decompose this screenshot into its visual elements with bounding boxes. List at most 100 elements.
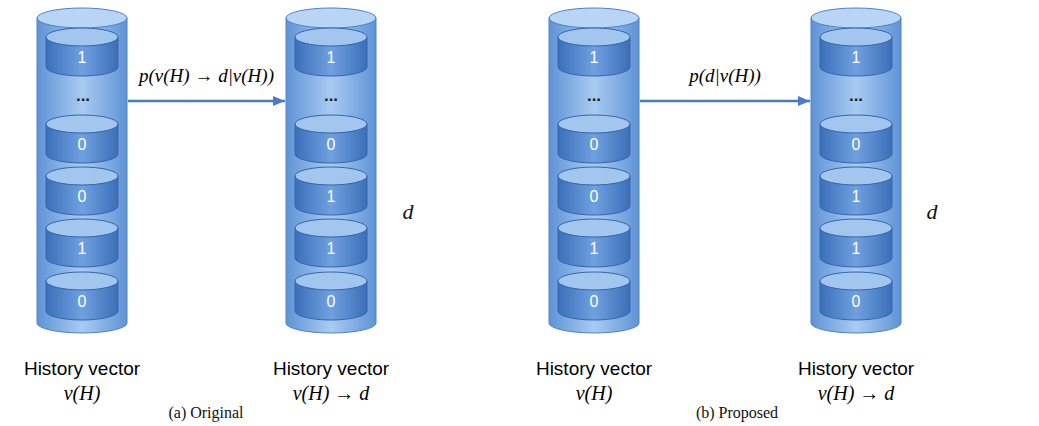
disk-top — [558, 219, 630, 237]
transition-probability: p(v(H) → d|v(H)) — [137, 65, 276, 87]
bit-value: 1 — [590, 240, 599, 258]
history-vector-cylinder: History vectorv(H) → d10110 — [811, 8, 901, 333]
disk-top — [558, 28, 630, 46]
bit-value: 0 — [852, 136, 861, 154]
bit-disk: 0 — [295, 272, 367, 320]
bit-value-holder: 1 — [820, 231, 892, 267]
bit-disk: 1 — [820, 167, 892, 215]
cylinder-top — [37, 8, 127, 28]
bit-value-holder: 1 — [558, 40, 630, 76]
bit-disk: 1 — [820, 219, 892, 267]
bit-value: 1 — [327, 188, 336, 206]
bit-value-holder: 0 — [295, 127, 367, 163]
disk-top — [820, 272, 892, 290]
bit-disk: 0 — [558, 272, 630, 320]
bit-value-holder: 1 — [820, 179, 892, 215]
bit-disk: 1 — [295, 219, 367, 267]
vector-symbol: v(H) — [24, 381, 140, 405]
disk-top — [558, 167, 630, 185]
cylinder-top — [549, 8, 639, 28]
cylinder-heading: History vectorv(H) — [24, 357, 140, 405]
cylinder-body — [549, 18, 639, 333]
bit-value: 0 — [327, 136, 336, 154]
disk-top — [46, 115, 118, 133]
bit-value: 0 — [590, 136, 599, 154]
ellipsis-mark: ... — [76, 86, 90, 106]
cylinder-body — [286, 18, 376, 333]
cylinder-top — [286, 8, 376, 28]
bit-value-holder: 1 — [46, 40, 118, 76]
bit-disk: 0 — [46, 115, 118, 163]
bit-disk: 1 — [46, 28, 118, 76]
bit-value: 0 — [327, 293, 336, 311]
bit-value: 0 — [852, 293, 861, 311]
disk-top — [820, 28, 892, 46]
transition-arrow — [640, 100, 810, 103]
bit-disk: 0 — [46, 167, 118, 215]
bit-disk: 1 — [820, 28, 892, 76]
bit-value-holder: 0 — [295, 284, 367, 320]
cylinder-heading: History vectorv(H) — [536, 357, 652, 405]
disk-top — [820, 115, 892, 133]
bit-value-holder: 1 — [46, 231, 118, 267]
disk-top — [558, 115, 630, 133]
bit-value-holder: 1 — [558, 231, 630, 267]
disk-top — [295, 115, 367, 133]
bit-label: d — [927, 199, 938, 225]
bit-disk: 0 — [558, 115, 630, 163]
bit-disk: 0 — [558, 167, 630, 215]
vector-name: History vector — [273, 357, 389, 381]
bit-value: 0 — [590, 188, 599, 206]
bit-value-holder: 0 — [558, 179, 630, 215]
disk-top — [820, 167, 892, 185]
bit-disk: 1 — [46, 219, 118, 267]
bit-value-holder: 0 — [820, 284, 892, 320]
bit-disk: 0 — [820, 115, 892, 163]
bit-value-holder: 0 — [820, 127, 892, 163]
disk-top — [46, 219, 118, 237]
bit-value: 0 — [78, 293, 87, 311]
disk-top — [820, 219, 892, 237]
bit-value: 1 — [78, 240, 87, 258]
history-vector-cylinder: History vectorv(H) → d10110 — [286, 8, 376, 333]
bit-disk: 0 — [820, 272, 892, 320]
transition-probability: p(d|v(H)) — [687, 65, 763, 87]
vector-name: History vector — [798, 357, 914, 381]
bit-value-holder: 1 — [295, 179, 367, 215]
disk-top — [46, 167, 118, 185]
vector-name: History vector — [24, 357, 140, 381]
bit-value: 0 — [78, 188, 87, 206]
bit-value: 1 — [590, 49, 599, 67]
bit-value-holder: 1 — [295, 40, 367, 76]
bit-value-holder: 0 — [558, 284, 630, 320]
bit-disk: 1 — [295, 167, 367, 215]
bit-value: 0 — [78, 136, 87, 154]
disk-top — [558, 272, 630, 290]
bit-value-holder: 0 — [46, 179, 118, 215]
vector-symbol: v(H) — [536, 381, 652, 405]
bit-value: 0 — [590, 293, 599, 311]
cylinder-heading: History vectorv(H) → d — [798, 357, 914, 405]
disk-top — [46, 272, 118, 290]
ellipsis-mark: ... — [587, 86, 601, 106]
bit-disk: 1 — [558, 28, 630, 76]
disk-top — [295, 28, 367, 46]
bit-value: 1 — [78, 49, 87, 67]
bit-value: 1 — [852, 188, 861, 206]
ellipsis-mark: ... — [324, 86, 338, 106]
bit-disk: 0 — [295, 115, 367, 163]
transition-arrow — [128, 100, 285, 103]
cylinder-body — [37, 18, 127, 333]
bit-disk: 1 — [558, 219, 630, 267]
bit-value-holder: 1 — [295, 231, 367, 267]
vector-symbol: v(H) → d — [273, 381, 389, 405]
bit-value: 1 — [327, 49, 336, 67]
vector-name: History vector — [536, 357, 652, 381]
subfigure-caption: (a) Original — [168, 404, 243, 422]
bit-label: d — [403, 199, 414, 225]
bit-value: 1 — [327, 240, 336, 258]
bit-value-holder: 1 — [820, 40, 892, 76]
disk-top — [46, 28, 118, 46]
bit-value-holder: 0 — [558, 127, 630, 163]
